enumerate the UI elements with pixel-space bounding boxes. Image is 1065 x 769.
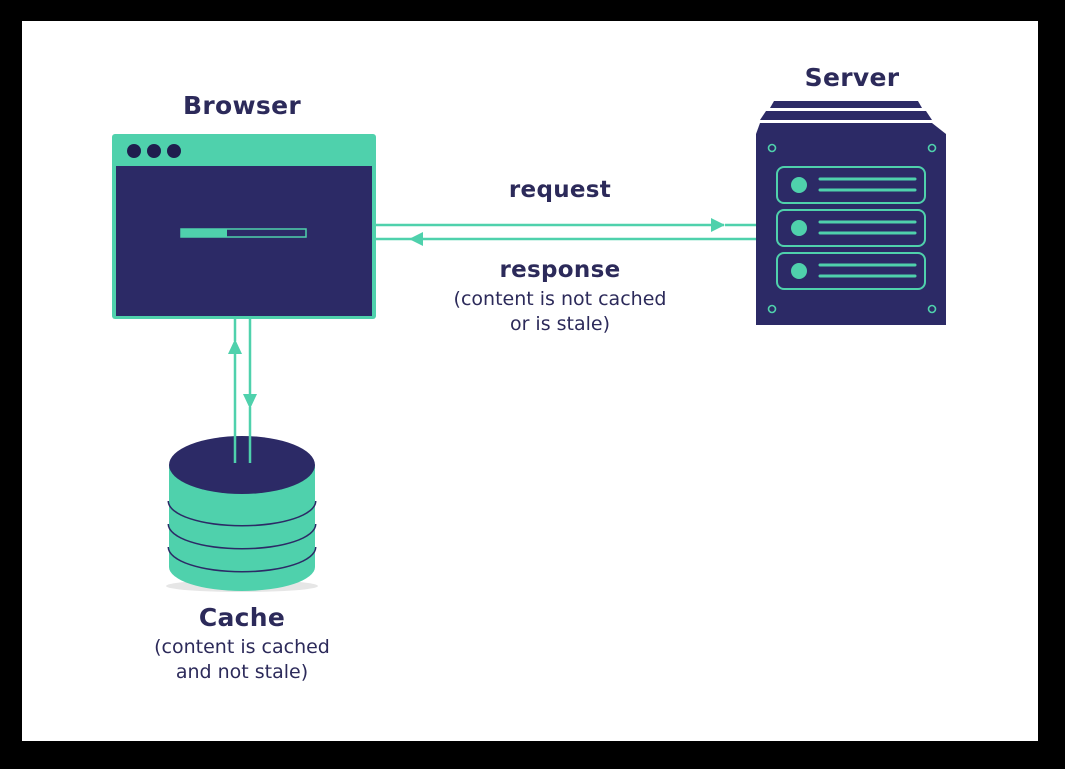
server-title: Server [804, 63, 900, 92]
window-dot-icon [147, 144, 161, 158]
window-dot-icon [167, 144, 181, 158]
server-unit-icon [776, 252, 926, 290]
response-label: response [499, 257, 621, 283]
cache-note-line2: and not stale) [175, 661, 309, 683]
diagram-graphics [112, 101, 946, 592]
request-arrow [376, 218, 756, 232]
server-rack-icon [756, 101, 946, 325]
response-note-line1: (content is not cached [453, 288, 667, 310]
server-unit-icon [776, 166, 926, 204]
browser-title: Browser [183, 91, 301, 120]
browser-window-icon [112, 134, 376, 319]
request-label: request [508, 177, 612, 203]
database-stack-icon [166, 436, 318, 592]
server-unit-icon [776, 209, 926, 247]
loading-bar-icon [180, 228, 307, 238]
cache-title: Cache [198, 603, 286, 632]
cache-note-line1: (content is cached [154, 636, 330, 658]
diagram-canvas: Browser Server request response (content… [22, 21, 1038, 741]
window-dot-icon [127, 144, 141, 158]
response-note-line2: or is stale) [509, 313, 611, 335]
response-arrow [376, 232, 756, 246]
